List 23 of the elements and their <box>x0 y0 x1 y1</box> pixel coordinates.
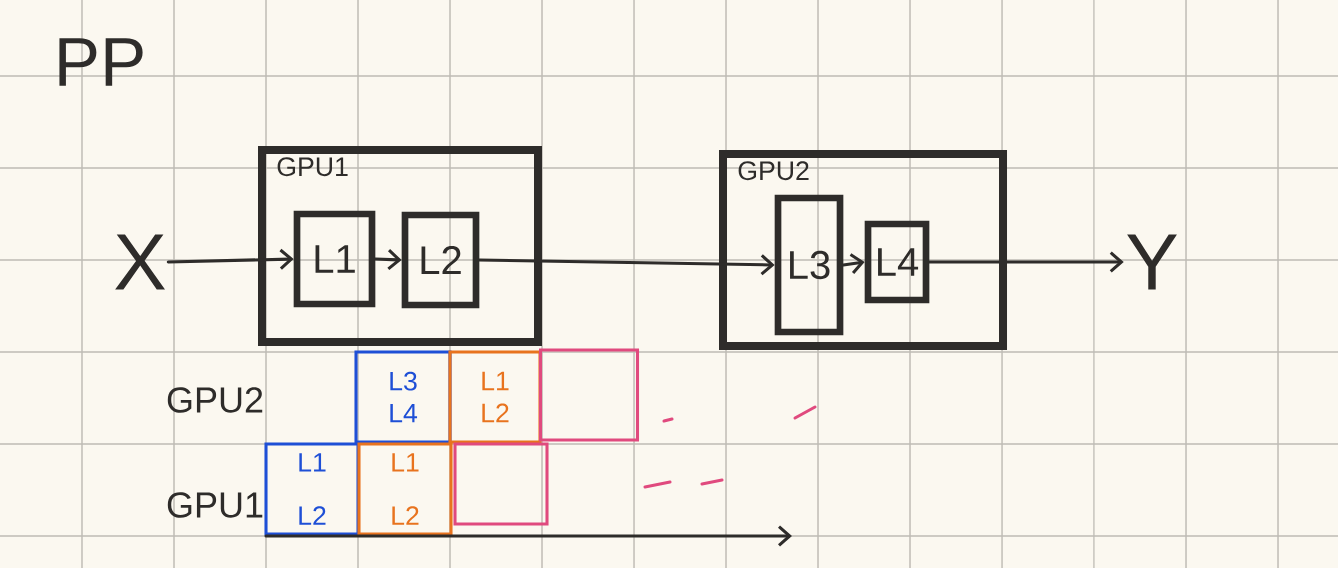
layer-box: L3 <box>774 194 844 336</box>
arrow <box>927 251 1124 273</box>
box-heading: GPU1 <box>277 157 348 177</box>
schedule-cell: L1 L2 <box>448 350 542 444</box>
gpu-box <box>258 146 542 346</box>
arrow <box>477 254 775 276</box>
layer-box: L1 <box>293 210 376 308</box>
title: PP <box>59 38 143 86</box>
arrow <box>166 248 294 270</box>
arrow <box>373 249 402 271</box>
gpu-box <box>719 150 1007 350</box>
output-label: Y <box>1127 234 1177 290</box>
schedule-cell: L1 L2 <box>357 442 453 536</box>
row-label: GPU2 <box>167 387 263 413</box>
layer-box: L2 <box>401 211 480 309</box>
schedule-cell <box>538 348 640 442</box>
schedule-cell: L3 L4 <box>354 350 452 444</box>
schedule-cell: L1 L2 <box>264 442 360 536</box>
schedule-cell <box>453 442 549 526</box>
box-heading: GPU2 <box>738 161 809 181</box>
layer-box: L4 <box>864 220 930 304</box>
row-label: GPU1 <box>167 492 263 518</box>
input-label: X <box>115 234 165 290</box>
